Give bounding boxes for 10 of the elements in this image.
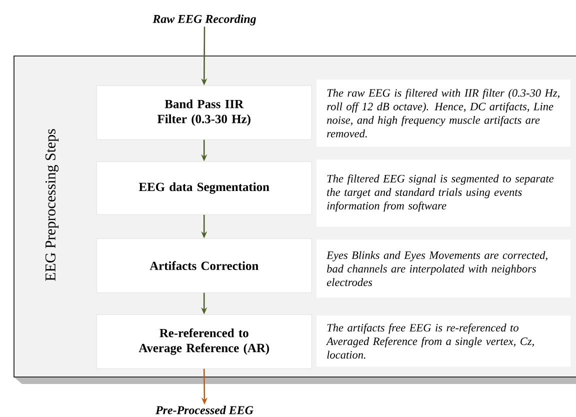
description-box: The artifacts free EEG is re-referenced to Averaged Reference from a single vertex, Cz, location. (316, 316, 571, 367)
process-box: Artifacts Correction (96, 238, 312, 293)
description-box: Eyes Blinks and Eyes Movements are corrected, bad channels are interpolated with neighbors electrodes (316, 240, 571, 298)
flow-label: Pre-Processed EEG (156, 406, 254, 414)
description-box: The raw EEG is filtered with IIR filter (0.3-30 Hz, roll off 12 dB octave). Hence, DC artifacts, Line noise, and high frequency muscle artifacts are removed. (316, 80, 571, 147)
flow-label: Raw EEG Recording (152, 14, 256, 26)
description-box: The filtered EEG signal is segmented to separate the target and standard trials using events information from software (316, 160, 571, 227)
process-box: Re-referenced to Average Reference (AR) (96, 314, 312, 369)
process-box: Band Pass IIR Filter (0.3-30 Hz) (96, 85, 312, 140)
process-box: EEG data Segmentation (96, 161, 312, 215)
